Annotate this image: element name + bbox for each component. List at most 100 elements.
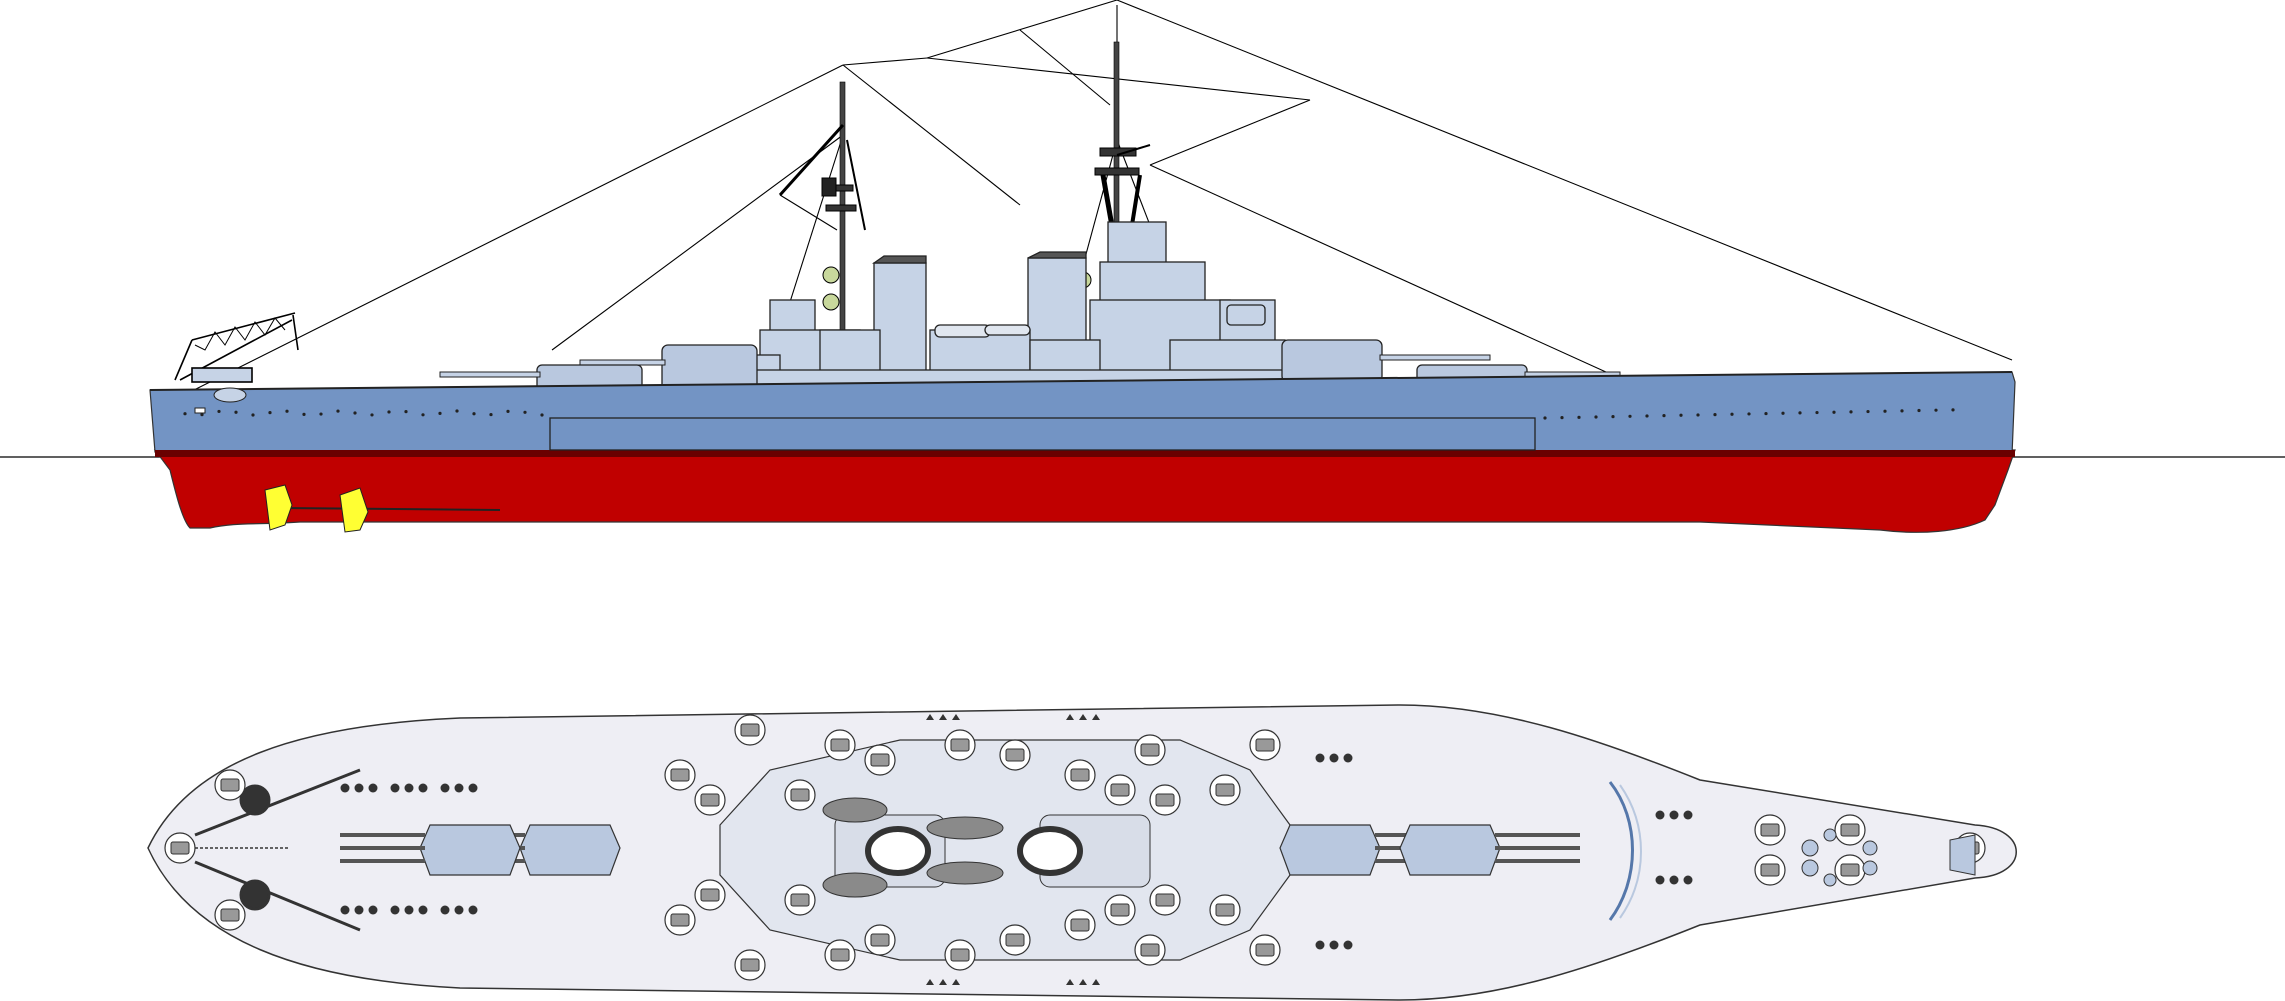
porthole <box>523 410 527 414</box>
aa-gun <box>1655 810 1665 820</box>
secondary-mount <box>1834 854 1866 886</box>
mount-body <box>1840 823 1860 837</box>
aa-gun <box>404 783 414 793</box>
porthole <box>1611 415 1615 419</box>
secondary-mount <box>694 784 726 816</box>
aa-gun <box>368 783 378 793</box>
secondary-mount <box>864 924 896 956</box>
arrow-marker <box>1092 714 1100 720</box>
secondary-mount <box>944 729 976 761</box>
mount-body <box>1215 903 1235 917</box>
mount-body <box>1840 863 1860 877</box>
porthole <box>1560 416 1564 420</box>
mount-body <box>1110 903 1130 917</box>
mount-body <box>670 768 690 782</box>
secondary-mount <box>864 744 896 776</box>
main-turrets-plan <box>340 824 1580 876</box>
arrow-marker <box>1066 979 1074 985</box>
aa-gun <box>354 783 364 793</box>
secondary-mount <box>1209 894 1241 926</box>
secondary-mount <box>1249 934 1281 966</box>
porthole <box>1696 413 1700 417</box>
mount-body <box>950 738 970 752</box>
arrow-marker <box>952 979 960 985</box>
mount-body <box>1760 823 1780 837</box>
mount-body <box>1005 933 1025 947</box>
turret-roof <box>519 824 621 876</box>
aa-gun <box>390 905 400 915</box>
porthole <box>217 409 221 414</box>
turret-roof <box>419 824 521 876</box>
porthole <box>353 411 357 415</box>
porthole <box>251 413 255 417</box>
secondary-mount <box>1104 774 1136 806</box>
secondary-mount <box>944 939 976 971</box>
arrow-marker <box>1079 714 1087 720</box>
porthole <box>1764 411 1768 416</box>
porthole <box>1883 409 1887 413</box>
side-profile-view <box>0 0 2285 533</box>
mount-body <box>870 753 890 767</box>
boot-topping <box>155 450 2015 457</box>
aa-gun <box>1683 810 1693 820</box>
porthole <box>319 412 323 416</box>
aa-gun <box>1683 875 1693 885</box>
porthole <box>1832 410 1836 414</box>
aa-gun <box>1315 753 1325 763</box>
mount-body <box>1215 783 1235 797</box>
secondary-mount <box>1104 894 1136 926</box>
aa-gun <box>468 905 478 915</box>
secondary-mount <box>734 949 766 981</box>
aft-funnel-top <box>1017 826 1083 876</box>
porthole <box>1662 414 1666 418</box>
aa-gun <box>1315 940 1325 950</box>
mount-body <box>220 908 240 922</box>
porthole <box>1798 411 1802 415</box>
porthole <box>387 410 391 414</box>
hull-upper-blue <box>149 371 2016 456</box>
mount-body <box>950 948 970 962</box>
porthole <box>1645 414 1649 418</box>
mount-body <box>1005 748 1025 762</box>
porthole <box>200 413 204 417</box>
aircraft-crane <box>174 312 299 383</box>
catapults <box>180 768 361 932</box>
mount-body <box>1155 893 1175 907</box>
arrow-marker <box>952 714 960 720</box>
secondary-mount <box>1134 734 1166 766</box>
porthole <box>1628 414 1632 418</box>
aa-gun <box>440 783 450 793</box>
porthole <box>1934 408 1938 412</box>
porthole <box>1730 412 1734 416</box>
anchor-gear <box>1801 828 1976 887</box>
mount-body <box>220 778 240 792</box>
secondary-mount <box>1754 814 1786 846</box>
secondary-mount <box>784 884 816 916</box>
porthole <box>489 412 493 417</box>
secondary-mount <box>1064 909 1096 941</box>
mount-body <box>170 841 190 855</box>
secondary-mount <box>1209 774 1241 806</box>
mount-body <box>700 793 720 807</box>
fore-funnel <box>873 262 927 379</box>
turret-roof <box>1399 824 1501 876</box>
arrow-marker <box>939 979 947 985</box>
main-turret-plan <box>1399 824 1580 876</box>
aa-mounts-plan <box>340 714 1693 985</box>
arrow-marker <box>926 979 934 985</box>
ships-boats <box>822 797 1004 898</box>
arrow-marker <box>939 714 947 720</box>
mount-body <box>1140 743 1160 757</box>
mount-body <box>1070 918 1090 932</box>
secondary-mount <box>824 729 856 761</box>
mount-body <box>1110 783 1130 797</box>
porthole <box>1951 408 1955 412</box>
aa-gun <box>1329 753 1339 763</box>
porthole <box>1577 415 1581 419</box>
secondary-mount <box>1064 759 1096 791</box>
secondary-mount <box>214 899 246 931</box>
porthole <box>1679 413 1683 417</box>
aa-gun <box>404 905 414 915</box>
